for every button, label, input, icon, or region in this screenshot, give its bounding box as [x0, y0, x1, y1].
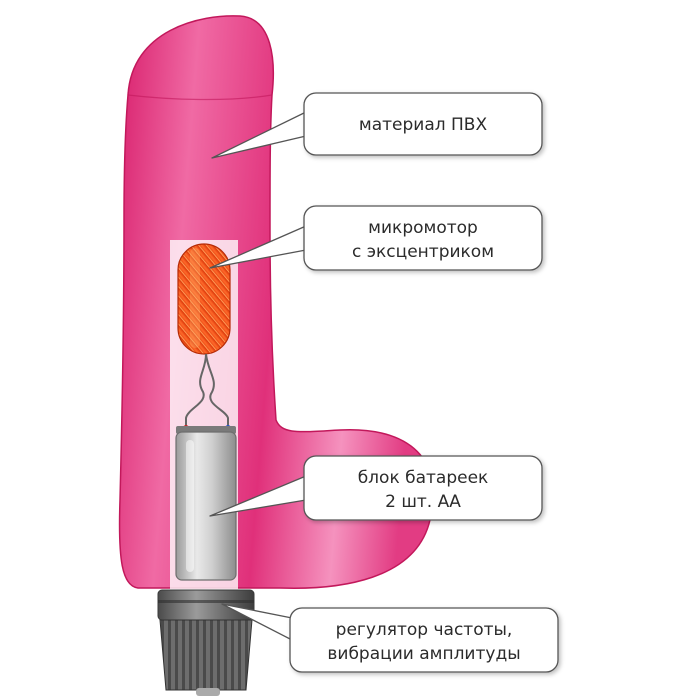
callout-regulator-line-1: регулятор частоты,: [336, 620, 513, 640]
callout-regulator-line-2: вибрации амплитуды: [327, 644, 520, 664]
callout-material: материал ПВХ: [303, 92, 543, 156]
battery-block: [175, 426, 237, 581]
micromotor: [177, 243, 231, 355]
callout-battery: блок батареек 2 шт. АА: [303, 455, 543, 521]
motor-wires: [185, 353, 229, 428]
regulator-knob[interactable]: [157, 589, 255, 696]
callout-motor: микромотор с эксцентриком: [303, 205, 543, 271]
callout-battery-line-1: блок батареек: [358, 468, 489, 488]
callout-motor-line-2: с эксцентриком: [352, 242, 494, 262]
callout-motor-line-1: микромотор: [368, 218, 478, 238]
callout-regulator: регулятор частоты, вибрации амплитуды: [289, 607, 559, 673]
callout-battery-line-2: 2 шт. АА: [385, 492, 461, 512]
callout-material-line-1: материал ПВХ: [359, 115, 488, 135]
glans-accent: [127, 94, 273, 101]
